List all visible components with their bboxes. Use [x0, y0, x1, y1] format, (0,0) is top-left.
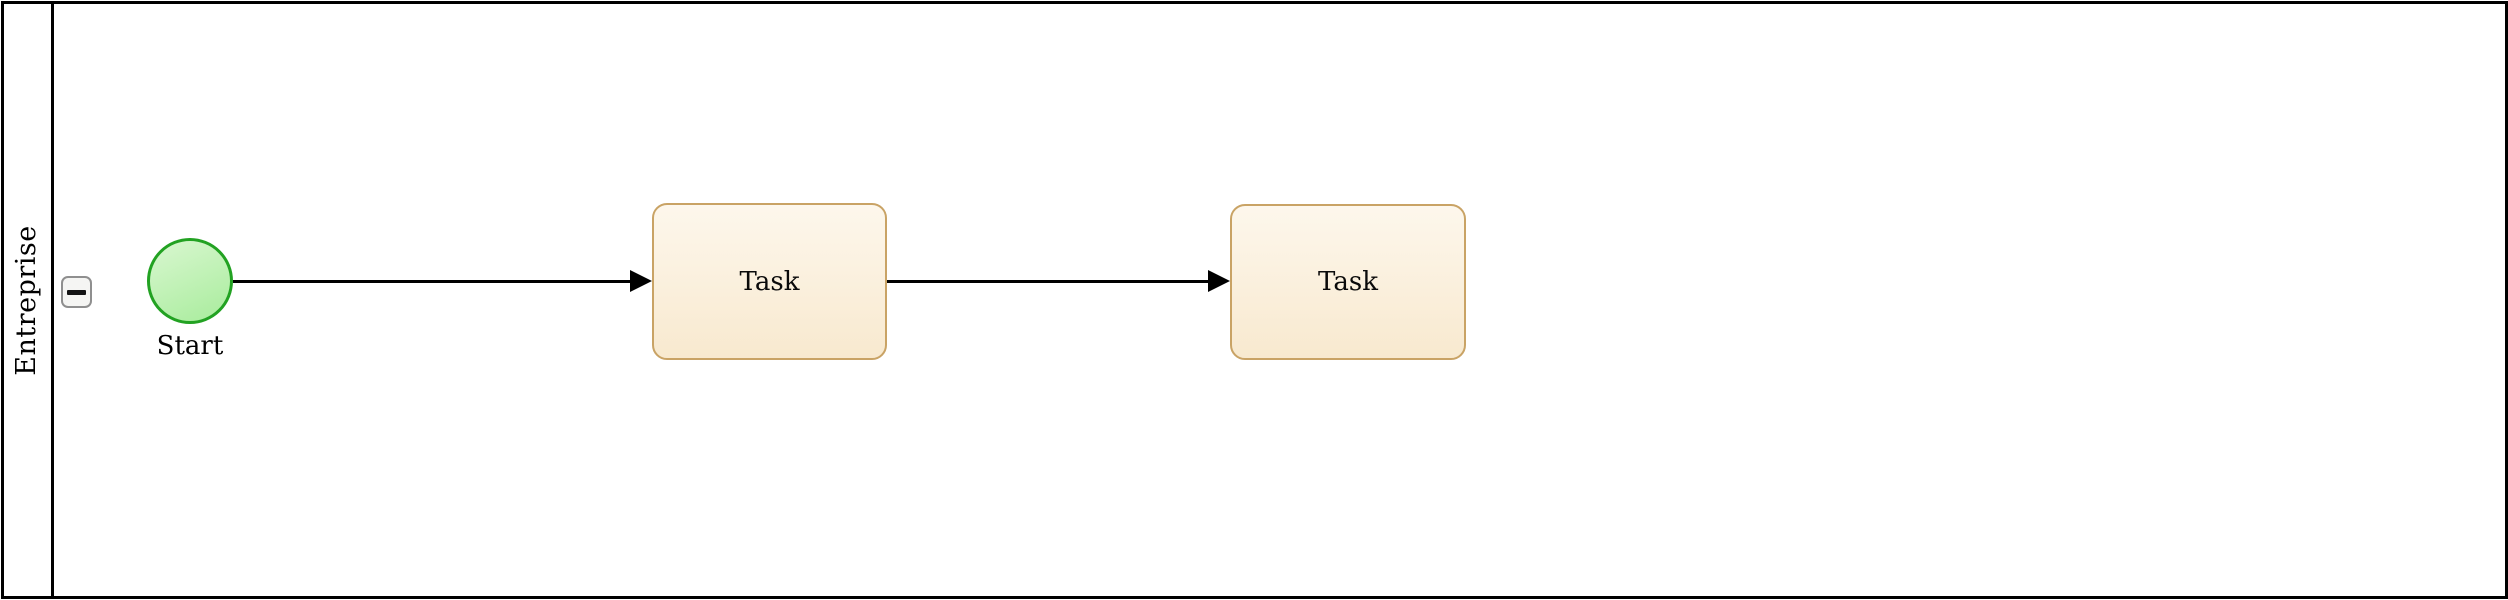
- arrowhead-icon: [630, 270, 652, 292]
- task-1[interactable]: Task: [652, 203, 887, 360]
- task-2[interactable]: Task: [1230, 204, 1466, 360]
- sequence-flow-1[interactable]: [233, 280, 631, 283]
- start-event-label: Start: [156, 331, 224, 361]
- sequence-flow-2[interactable]: [887, 280, 1209, 283]
- minus-icon: [67, 289, 86, 295]
- task-1-label: Task: [739, 266, 800, 297]
- arrowhead-icon: [1208, 270, 1230, 292]
- pool-header[interactable]: Entreprise: [1, 1, 51, 599]
- pool-collapse-button[interactable]: [61, 276, 92, 308]
- pool-label: Entreprise: [10, 224, 42, 376]
- task-2-label: Task: [1318, 267, 1378, 297]
- pool-header-divider: [51, 1, 54, 596]
- start-event[interactable]: [147, 238, 233, 324]
